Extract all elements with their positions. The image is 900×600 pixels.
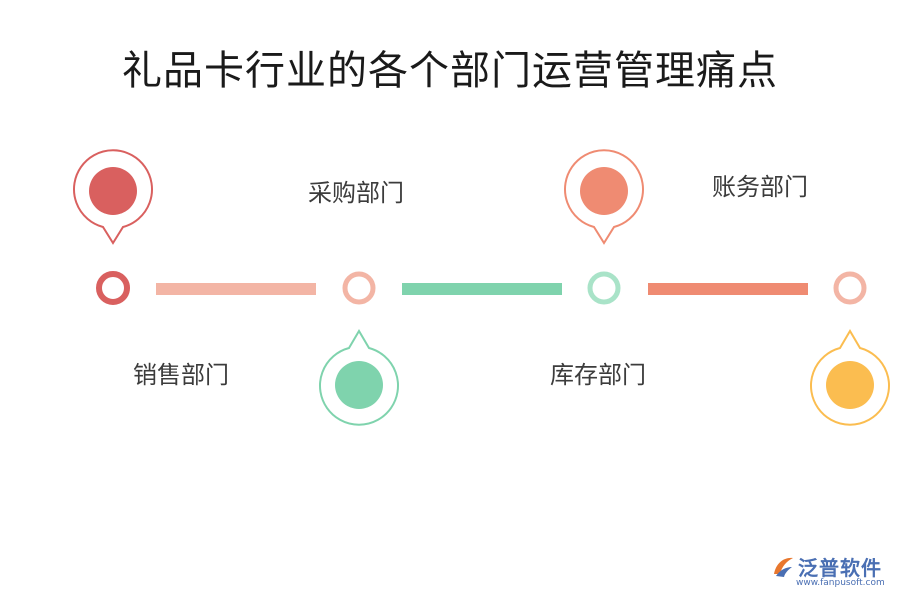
timeline-segment-2 bbox=[402, 283, 562, 295]
timeline-node-4 bbox=[833, 271, 867, 305]
timeline-segment-1 bbox=[156, 283, 316, 295]
pin-dot-inventory bbox=[580, 167, 628, 215]
pin-dot-purchasing bbox=[335, 361, 383, 409]
dept-label-sales: 销售部门 bbox=[133, 361, 229, 389]
timeline-node-1 bbox=[96, 271, 130, 305]
map-pin-icon-inventory bbox=[564, 149, 644, 245]
dept-label-purchasing: 采购部门 bbox=[308, 179, 404, 207]
pin-dot-sales bbox=[89, 167, 137, 215]
pin-dot-accounting bbox=[826, 361, 874, 409]
diagram-title: 礼品卡行业的各个部门运营管理痛点 bbox=[122, 48, 778, 94]
dept-label-inventory: 库存部门 bbox=[550, 361, 646, 389]
dept-label-accounting: 账务部门 bbox=[712, 173, 808, 201]
fanpu-logo-icon bbox=[774, 557, 793, 577]
timeline-node-3 bbox=[587, 271, 621, 305]
brand-logo: 泛普软件 www.fanpusoft.com bbox=[770, 552, 895, 596]
map-pin-icon-purchasing bbox=[319, 329, 399, 426]
map-pin-icon-accounting bbox=[810, 329, 890, 426]
map-pin-icon-sales bbox=[73, 149, 153, 245]
brand-name: 泛普软件 bbox=[798, 556, 882, 580]
timeline-node-2 bbox=[342, 271, 376, 305]
brand-url: www.fanpusoft.com bbox=[796, 578, 885, 588]
timeline-segment-3 bbox=[648, 283, 808, 295]
